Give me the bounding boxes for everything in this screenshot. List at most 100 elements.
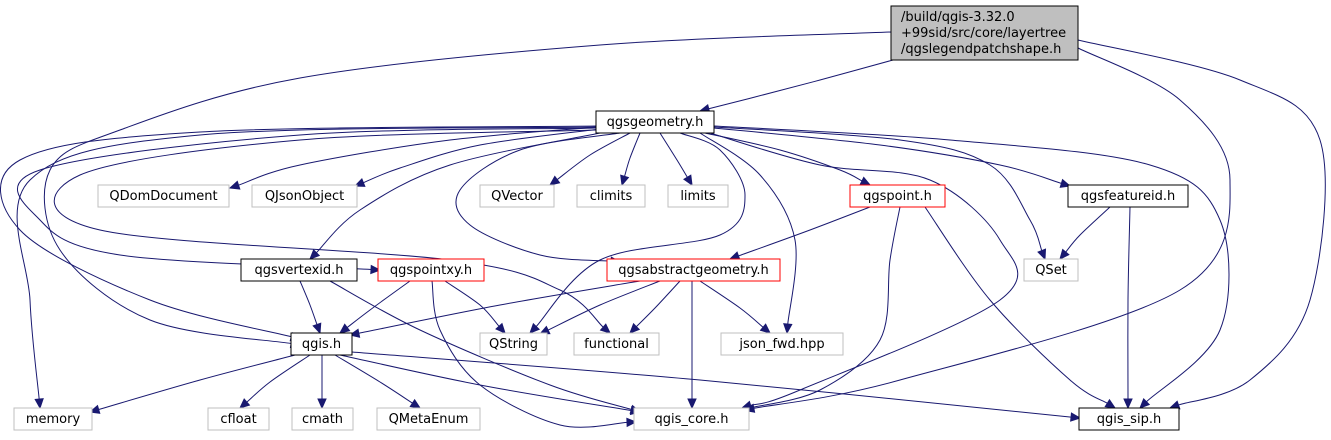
edge-line — [750, 206, 901, 409]
edge-line — [351, 351, 1072, 418]
node-box — [1023, 258, 1079, 282]
edge-line — [535, 132, 746, 327]
node-qgis_sip[interactable]: qgis_sip.h — [1078, 407, 1180, 431]
edge-arrowhead — [309, 248, 321, 260]
edge-qgsgeometry-to-memory — [16, 126, 597, 410]
edge-line — [547, 280, 661, 331]
edge-qgsvertexid-to-qgis — [299, 280, 322, 335]
edge-qgis-to-memory — [88, 354, 296, 414]
node-box — [377, 258, 485, 282]
node-root[interactable]: /build/qgis-3.32.0+99sid/src/core/layert… — [890, 5, 1079, 61]
edge-line — [659, 132, 688, 178]
edge-qgsgeometry-to-limits — [659, 132, 693, 187]
edge-qgsabstractgeometry-to-json_fwd — [699, 280, 771, 334]
node-box — [207, 407, 270, 431]
edge-arrowhead — [312, 322, 322, 335]
edge-line — [708, 59, 894, 110]
edge-qgsgeometry-to-functional — [53, 129, 611, 334]
node-QString: QString — [479, 332, 548, 356]
edge-line — [753, 47, 1231, 409]
edge-line — [0, 125, 597, 338]
edge-qgsgeometry-to-qgspointxy — [17, 127, 597, 275]
edge-qgspointxy-to-QString — [444, 280, 506, 334]
edge-qgis-to-cmath — [317, 355, 327, 410]
node-qgsgeometry[interactable]: qgsgeometry.h — [595, 110, 715, 134]
node-label: QSet — [1035, 263, 1067, 278]
edges-layer — [0, 31, 1326, 428]
node-label: qgsvertexid.h — [254, 263, 343, 278]
node-qgsabstractgeometry[interactable]: qgsabstractgeometry.h — [606, 258, 781, 282]
edge-qgsgeometry-to-QSet — [713, 126, 1047, 261]
node-QDomDocument: QDomDocument — [97, 184, 230, 208]
node-box — [667, 184, 729, 208]
edge-root-to-qgsgeometry — [698, 59, 894, 114]
node-box — [606, 258, 781, 282]
node-box — [595, 110, 715, 134]
node-cfloat: cfloat — [207, 407, 270, 431]
node-climits: climits — [576, 184, 646, 208]
node-label: QJsonObject — [265, 189, 344, 204]
edge-line — [53, 129, 604, 328]
edge-qgsfeatureid-to-qgis_sip — [1123, 206, 1133, 410]
node-box — [240, 258, 358, 282]
edge-arrowhead — [599, 323, 611, 334]
edge-root-to-qgis_sip — [1077, 39, 1326, 410]
edge-qgsfeatureid-to-QSet — [1059, 206, 1111, 260]
node-QSet: QSet — [1023, 258, 1079, 282]
node-label: memory — [26, 412, 81, 427]
edge-line — [713, 127, 1062, 184]
edge-arrowhead — [339, 323, 351, 334]
edge-qgsgeometry-to-climits — [620, 132, 641, 187]
edge-arrowhead — [1104, 398, 1117, 409]
node-label: qgsabstractgeometry.h — [618, 263, 768, 278]
edge-arrowhead — [1037, 248, 1047, 261]
edge-line — [455, 132, 621, 262]
node-label: QVector — [491, 189, 543, 204]
edge-arrowhead — [783, 323, 793, 335]
node-label: cfloat — [220, 412, 256, 427]
edge-arrowhead — [495, 322, 506, 334]
edge-line — [709, 132, 1019, 406]
edge-line — [98, 354, 296, 410]
node-box — [291, 407, 354, 431]
edge-line — [624, 132, 641, 177]
edge-arrowhead — [859, 176, 872, 186]
edge-arrowhead — [629, 322, 641, 334]
edge-arrowhead — [228, 180, 241, 190]
edge-line — [713, 126, 1043, 251]
node-label: qgsgeometry.h — [607, 115, 704, 130]
edge-line — [246, 354, 311, 403]
edge-line — [363, 128, 601, 184]
edge-arrowhead — [683, 174, 693, 187]
node-memory: memory — [13, 407, 93, 431]
edge-arrowhead — [317, 398, 327, 410]
edge-line — [299, 280, 318, 325]
node-box — [720, 332, 844, 356]
edge-line — [346, 280, 411, 328]
edge-qgspointxy-to-qgis — [339, 280, 411, 334]
edge-arrowhead — [620, 174, 630, 187]
node-box — [890, 5, 1079, 61]
node-label: qgis_sip.h — [1097, 412, 1161, 427]
node-qgsvertexid[interactable]: qgsvertexid.h — [240, 258, 358, 282]
node-qgspoint[interactable]: qgspoint.h — [849, 184, 946, 208]
edge-arrowhead — [34, 398, 44, 410]
edge-line — [16, 126, 597, 400]
edge-qgsgeometry-to-qgsfeatureid — [713, 127, 1072, 188]
edge-qgis-to-qgis_sip — [351, 351, 1082, 422]
edge-arrowhead — [1139, 397, 1151, 409]
node-qgis[interactable]: qgis.h — [290, 332, 353, 356]
node-limits: limits — [667, 184, 729, 208]
node-label: qgis.h — [302, 337, 341, 352]
node-label: QDomDocument — [109, 189, 217, 204]
node-box — [479, 332, 548, 356]
edge-qgsabstractgeometry-to-qgis — [348, 280, 641, 338]
node-box — [97, 184, 230, 208]
edge-arrowhead — [1059, 248, 1070, 260]
node-json_fwd: json_fwd.hpp — [720, 332, 844, 356]
edge-arrowhead — [549, 175, 561, 186]
node-qgsfeatureid[interactable]: qgsfeatureid.h — [1067, 184, 1189, 208]
edge-line — [334, 354, 413, 404]
node-qgspointxy[interactable]: qgspointxy.h — [377, 258, 485, 282]
edge-arrowhead — [409, 398, 422, 409]
